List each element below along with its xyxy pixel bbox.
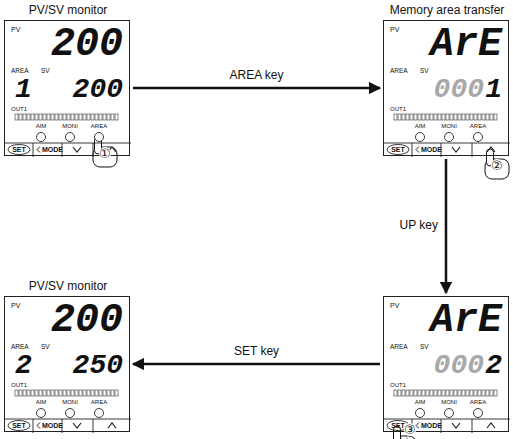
sv-display: 200 (73, 76, 123, 104)
area-display: 1 (15, 76, 32, 104)
key-label: AIM (415, 123, 426, 129)
key-label: MONI (441, 399, 457, 405)
key-label: MONI (62, 399, 78, 405)
transition-arrow (133, 363, 380, 366)
indicator-label: OUT1 (390, 382, 406, 388)
pointing-hand (485, 149, 509, 179)
key-label: SET (391, 146, 405, 153)
indicator-label: SV (41, 68, 50, 75)
indicator-label: SV (420, 344, 429, 351)
transition-arrow (133, 87, 380, 90)
key-label: AIM (36, 399, 47, 405)
key-label: MODE (42, 146, 63, 153)
pv-display: ArE (430, 25, 502, 65)
indicator-label: OUT1 (11, 382, 27, 388)
key-label: AREA (470, 123, 486, 129)
indicator-label: AREA (390, 68, 408, 75)
indicator-label: SV (41, 344, 50, 351)
pv-display: 200 (51, 301, 123, 341)
key-label: AIM (415, 399, 426, 405)
sv-display: 1 (485, 76, 502, 104)
indicator-label: PV (11, 302, 20, 309)
sv-display: 2 (485, 352, 502, 380)
panel-heading: PV/SV monitor (5, 280, 131, 292)
indicator-label: OUT1 (11, 106, 27, 112)
indicator-label: OUT1 (390, 106, 406, 112)
edge-label: SET key (232, 345, 281, 358)
indicator-label: AREA (390, 344, 408, 351)
pv-display: 200 (51, 25, 123, 65)
pv-display: ArE (430, 301, 502, 341)
key-label: MONI (441, 123, 457, 129)
panel-heading: PV/SV monitor (5, 4, 131, 16)
controller-panel: PV/SV monitorPV200AREA1SV200OUT1AIMMONIA… (4, 20, 130, 156)
key-label: AREA (470, 399, 486, 405)
key-label: AREA (91, 399, 107, 405)
area-display: 2 (15, 352, 32, 380)
edge-label: AREA key (227, 69, 285, 82)
key-label: SET (12, 422, 26, 429)
indicator-label: PV (11, 26, 20, 33)
key-label: MONI (62, 123, 78, 129)
callout-number: ③ (404, 423, 416, 436)
pointing-hand (93, 137, 117, 167)
controller-panel: PV/SV monitorPV200AREA2SV250OUT1AIMMONIA… (4, 296, 130, 432)
controller-panel: Memory area transferPVArEAREASV0001OUT1A… (383, 20, 509, 156)
key-label: MODE (421, 422, 442, 429)
sv-display-dim: 000 (434, 76, 484, 104)
key-label: SET (391, 422, 405, 429)
edge-label: UP key (398, 219, 440, 232)
controller-panel: PV ArE AREA SV 0002OUT1AIM MONI AREA SET MODE (383, 296, 509, 432)
indicator-label: AREA (11, 344, 29, 351)
key-label: AREA (91, 123, 107, 129)
indicator-label: PV (390, 302, 399, 309)
key-label: MODE (42, 422, 63, 429)
key-label: SET (12, 146, 26, 153)
sv-display: 250 (73, 352, 123, 380)
transition-arrow (445, 159, 448, 293)
key-label: AIM (36, 123, 47, 129)
sv-display-dim: 000 (434, 352, 484, 380)
indicator-label: AREA (11, 68, 29, 75)
indicator-label: SV (420, 68, 429, 75)
callout-number: ② (491, 159, 503, 172)
panel-heading: Memory area transfer (384, 4, 510, 16)
key-label: MODE (421, 146, 442, 153)
callout-number: ① (99, 147, 111, 160)
indicator-label: PV (390, 26, 399, 33)
